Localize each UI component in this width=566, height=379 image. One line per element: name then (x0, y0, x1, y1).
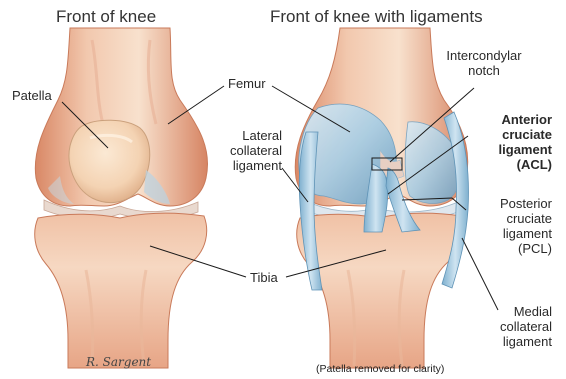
title-front-of-knee-with-ligaments: Front of knee with ligaments (270, 8, 483, 25)
acl-line-1: Anterior (470, 112, 552, 127)
acl-line-3: ligament (470, 142, 552, 157)
intercondylar-line-2: notch (432, 63, 536, 78)
label-acl: Anterior cruciate ligament (ACL) (470, 112, 552, 172)
label-pcl: Posterior cruciate ligament (PCL) (470, 196, 552, 256)
lcl-line-2: collateral (212, 143, 282, 158)
left-knee (35, 28, 208, 368)
pcl-line-2: cruciate (470, 211, 552, 226)
acl-line-2: cruciate (470, 127, 552, 142)
label-femur: Femur (228, 76, 266, 91)
title-front-of-knee: Front of knee (56, 8, 156, 25)
label-intercondylar-notch: Intercondylar notch (432, 48, 536, 78)
mcl-line-1: Medial (470, 304, 552, 319)
pcl-line-3: ligament (470, 226, 552, 241)
label-lateral-collateral-ligament: Lateral collateral ligament (212, 128, 282, 173)
right-tibia (297, 213, 464, 368)
label-medial-collateral-ligament: Medial collateral ligament (470, 304, 552, 349)
pcl-line-1: Posterior (470, 196, 552, 211)
label-tibia: Tibia (250, 270, 278, 285)
mcl-line-3: ligament (470, 334, 552, 349)
left-tibia (35, 213, 207, 368)
lcl-line-1: Lateral (212, 128, 282, 143)
label-patella: Patella (12, 88, 52, 103)
artist-signature: R. Sargent (86, 356, 151, 368)
acl-line-4: (ACL) (470, 157, 552, 172)
footnote-patella-removed: (Patella removed for clarity) (316, 364, 444, 375)
intercondylar-line-1: Intercondylar (432, 48, 536, 63)
pcl-line-4: (PCL) (470, 241, 552, 256)
lcl-line-3: ligament (212, 158, 282, 173)
mcl-line-2: collateral (470, 319, 552, 334)
